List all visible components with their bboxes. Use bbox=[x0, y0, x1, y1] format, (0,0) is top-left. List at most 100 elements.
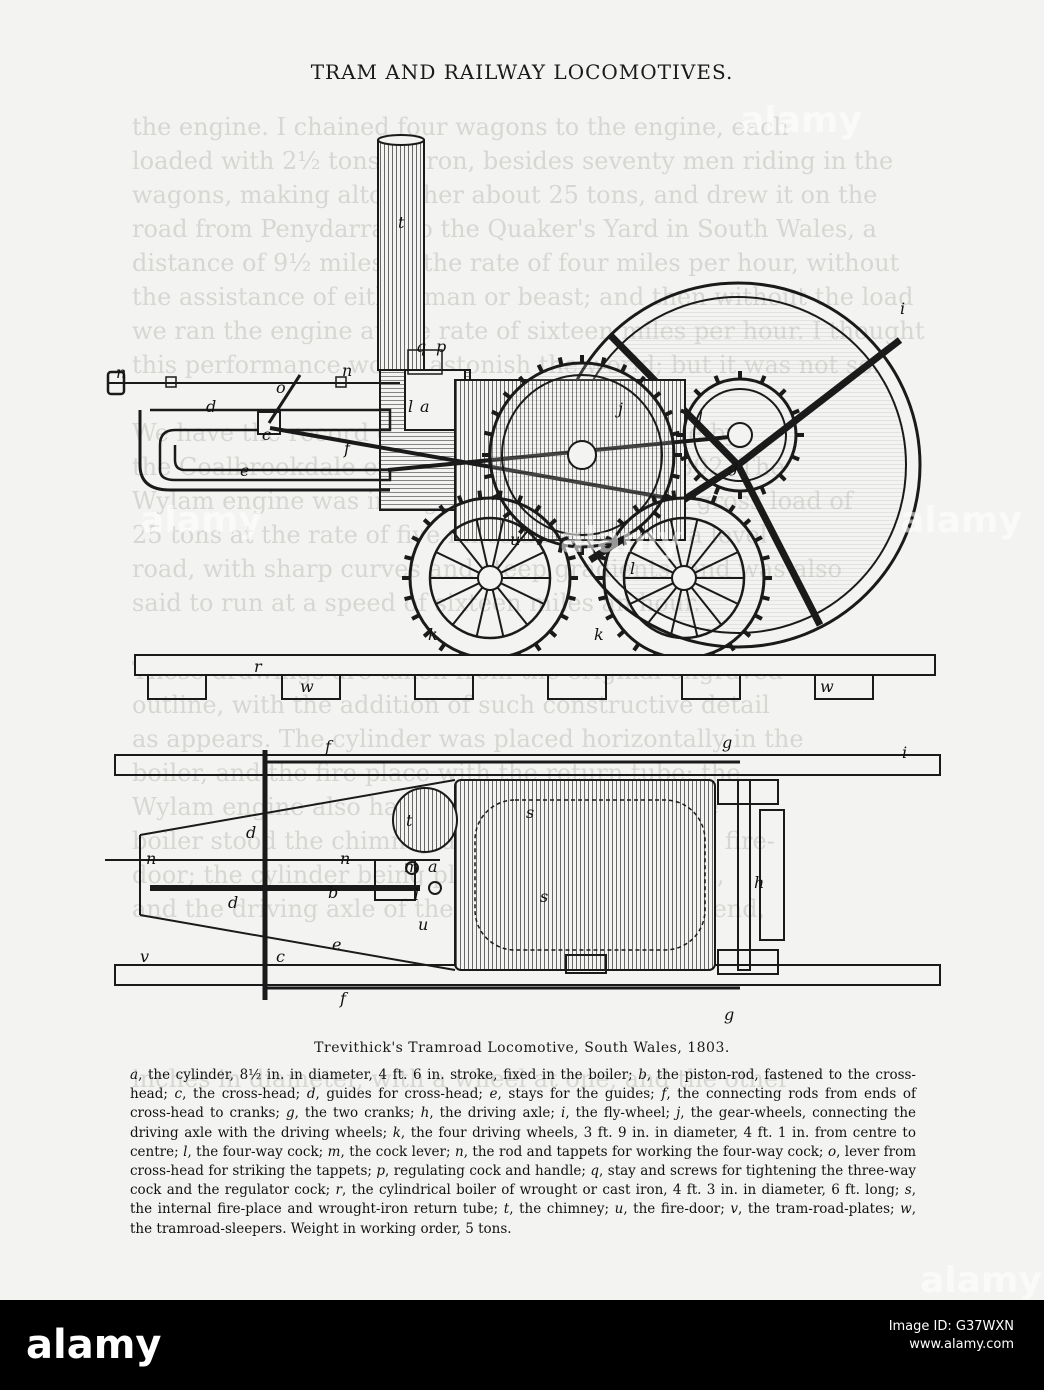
watermark: alamy bbox=[920, 1260, 1042, 1301]
wheel-spoke bbox=[475, 519, 489, 567]
gear-tooth bbox=[422, 629, 432, 638]
wheel-spoke bbox=[435, 582, 480, 605]
watermark: alamy bbox=[900, 500, 1022, 541]
gear-tooth bbox=[759, 375, 767, 385]
legend-letter: g bbox=[285, 1105, 295, 1122]
gear-tooth bbox=[616, 518, 626, 527]
gear-tooth bbox=[778, 388, 787, 397]
legend-text: , the connecting rods from ends of cross… bbox=[130, 1086, 917, 1122]
figure-letter-label: c bbox=[276, 947, 285, 966]
gear-tooth bbox=[664, 409, 673, 417]
bleed-through-line: road from Penydarran to the Quaker's Yar… bbox=[132, 215, 877, 243]
legend-text: , stay and screws for tightening the thr… bbox=[130, 1163, 916, 1199]
figure-letter-label: f bbox=[343, 439, 353, 458]
gear-tooth bbox=[497, 490, 503, 499]
bleed-through-line: outline, with the addition of such const… bbox=[132, 691, 770, 719]
gear-tooth bbox=[637, 525, 646, 535]
legend-text: , the gear-wheels, connecting the drivin… bbox=[130, 1105, 917, 1141]
legend-letter: e bbox=[489, 1086, 498, 1103]
plan-view bbox=[105, 750, 941, 1000]
gear-tooth bbox=[456, 495, 464, 504]
legend-text: , the tramroad-sleepers. Weight in worki… bbox=[130, 1201, 917, 1237]
gear-tooth bbox=[727, 504, 736, 514]
bleed-through-line: as appears. The cylinder was placed hori… bbox=[132, 725, 804, 753]
figure-letter-label: b bbox=[328, 883, 338, 902]
legend-letter: a bbox=[130, 1067, 139, 1083]
gear-tooth bbox=[620, 364, 628, 373]
legend-text: , the internal fire-place and wrought-ir… bbox=[130, 1182, 916, 1218]
wheel-spoke bbox=[685, 589, 699, 637]
footer-credit-line-1: Image ID: G37WXN bbox=[888, 1319, 1014, 1334]
bleed-through-line: the engine. I chained four wagons to the… bbox=[132, 113, 789, 141]
figure-letter-label: v bbox=[140, 947, 149, 966]
legend-text: , the cylindrical boiler of wrought or c… bbox=[341, 1182, 905, 1199]
gear-tooth bbox=[422, 518, 432, 527]
gear-tooth bbox=[753, 535, 763, 543]
legend-letter: p bbox=[376, 1163, 385, 1180]
figure-letter-label: s bbox=[526, 803, 534, 822]
figure-letter-label: m bbox=[404, 857, 419, 876]
figure-letter-label: a bbox=[428, 857, 438, 876]
gear-tooth bbox=[727, 642, 736, 652]
gear-tooth bbox=[557, 357, 564, 366]
gear-tooth bbox=[637, 375, 646, 385]
gear-tooth bbox=[650, 495, 658, 504]
figure-letter-label: k bbox=[594, 625, 604, 644]
legend-letter: d bbox=[306, 1086, 316, 1103]
gear-tooth bbox=[438, 504, 447, 514]
figure-letter-label: l bbox=[414, 885, 419, 904]
figure-letter-label: r bbox=[254, 657, 263, 676]
gear-tooth bbox=[713, 485, 721, 495]
wheel-spoke bbox=[645, 530, 678, 570]
wheel-spoke bbox=[491, 589, 505, 637]
figure-letter-label: j bbox=[695, 405, 703, 424]
gear-tooth bbox=[559, 535, 569, 543]
gear-tooth bbox=[680, 408, 690, 416]
gear-tooth bbox=[790, 454, 800, 462]
wheel-spoke bbox=[669, 589, 683, 637]
legend-text: , the tram-road-plates; bbox=[738, 1201, 901, 1218]
gear-tooth bbox=[484, 430, 493, 437]
gear-tooth bbox=[652, 391, 662, 400]
gear-tooth bbox=[761, 595, 770, 602]
figure-letter-label: n bbox=[116, 363, 126, 382]
figure-letter-label: g bbox=[724, 1005, 734, 1024]
wheel-spoke bbox=[685, 519, 699, 567]
gear-tooth bbox=[713, 375, 721, 385]
gear-tooth bbox=[632, 504, 641, 514]
figure-letter-label: d bbox=[206, 397, 216, 416]
figure-letter-label: e bbox=[240, 461, 249, 480]
legend-letter: m bbox=[327, 1143, 341, 1160]
figure-letter-label: w bbox=[820, 677, 834, 696]
bleed-through-line: loaded with 2½ tons of iron, besides sev… bbox=[132, 147, 894, 175]
figure-letter-label: d bbox=[228, 893, 238, 912]
legend-letter: w bbox=[900, 1201, 912, 1218]
legend-letter: l bbox=[183, 1143, 188, 1160]
figure-letter-label: f bbox=[324, 737, 334, 756]
gear-tooth bbox=[753, 613, 763, 621]
figure-caption-title: Trevithick's Tramroad Locomotive, South … bbox=[314, 1040, 730, 1056]
gear-tooth bbox=[652, 510, 662, 519]
figure-letter-label: n bbox=[340, 849, 350, 868]
figure-letter-label: g bbox=[722, 733, 732, 752]
legend-letter: t bbox=[503, 1201, 510, 1218]
legend-letter: q bbox=[590, 1163, 600, 1180]
figure-letter-label: f bbox=[339, 989, 349, 1008]
legend-text: , the rod and tappets for working the fo… bbox=[463, 1143, 828, 1160]
wheel-spoke bbox=[496, 530, 529, 570]
gear-tooth bbox=[693, 388, 702, 397]
wheel-spoke bbox=[690, 586, 723, 626]
gear-tooth bbox=[411, 613, 421, 621]
gear-tooth bbox=[536, 364, 544, 373]
gear-tooth bbox=[411, 535, 421, 543]
gear-tooth bbox=[742, 629, 752, 638]
wheel-spoke bbox=[694, 551, 739, 574]
gear-tooth bbox=[438, 642, 447, 652]
figure-letter-label: c bbox=[262, 425, 271, 444]
legend-letter: n bbox=[455, 1143, 464, 1160]
legend-text: , regulating cock and handle; bbox=[385, 1163, 591, 1180]
legend-letter: o bbox=[827, 1143, 837, 1160]
wheel-spoke bbox=[669, 519, 683, 567]
gear-tooth bbox=[502, 391, 512, 400]
